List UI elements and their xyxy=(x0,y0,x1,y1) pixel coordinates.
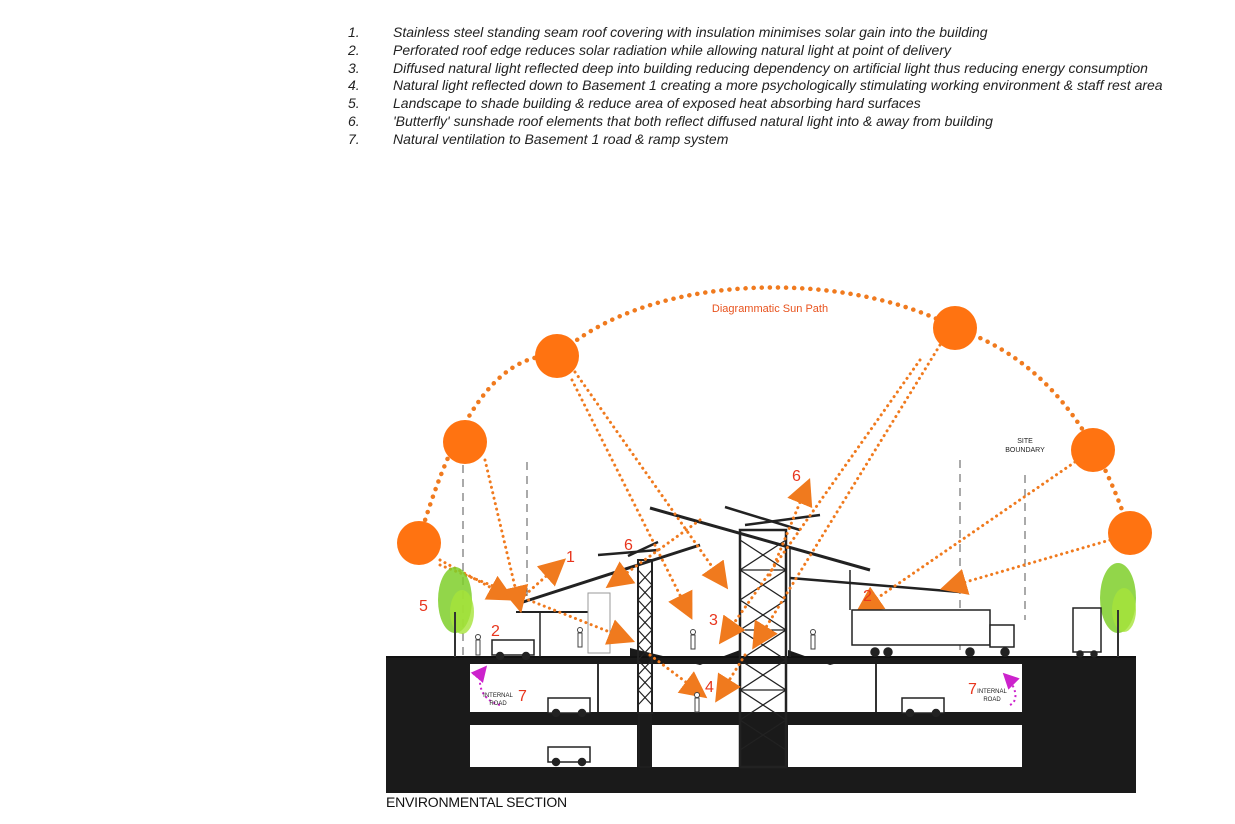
tree-icon xyxy=(438,567,474,657)
central-roof xyxy=(649,505,961,657)
van-icon xyxy=(901,697,945,718)
person-icon xyxy=(475,634,481,656)
light-rays xyxy=(438,343,1112,703)
note-item: 2.Perforated roof edge reduces solar rad… xyxy=(348,41,951,58)
sun-path-arc xyxy=(415,285,1133,546)
tree-icon xyxy=(1100,563,1136,657)
note-item: 6.'Butterfly' sunshade roof elements tha… xyxy=(348,112,993,129)
marker-2: 2 xyxy=(491,623,500,640)
marker-6: 6 xyxy=(624,537,633,554)
note-item: 4.Natural light reflected down to Baseme… xyxy=(348,77,1163,94)
sun-path-label: Diagrammatic Sun Path xyxy=(712,303,828,315)
central-lattice-mast xyxy=(738,528,788,769)
van-icon xyxy=(547,697,591,718)
number-markers: 1 2 2 3 4 5 6 6 7 7 xyxy=(419,468,977,705)
marker-4: 4 xyxy=(705,679,714,696)
left-lattice-mast xyxy=(637,559,653,768)
van-icon xyxy=(491,639,535,661)
basement-structure xyxy=(386,648,1136,793)
notes-list: 1.Stainless steel standing seam roof cov… xyxy=(348,24,1198,149)
truck-icon xyxy=(851,609,1015,657)
note-item: 3.Diffused natural light reflected deep … xyxy=(348,59,1148,76)
internal-road-label: ROAD xyxy=(489,701,507,707)
note-item: 5.Landscape to shade building & reduce a… xyxy=(348,95,921,112)
vehicles xyxy=(491,607,1102,767)
sun-icon xyxy=(535,334,579,378)
note-item: 1.Stainless steel standing seam roof cov… xyxy=(348,24,988,40)
person-icon xyxy=(577,627,583,648)
people-figures xyxy=(475,627,816,713)
marker-3: 3 xyxy=(709,612,718,629)
site-boundary-label: SITE xyxy=(1017,438,1033,445)
left-building xyxy=(516,540,701,657)
sun-icon xyxy=(397,521,441,565)
person-icon xyxy=(810,629,816,650)
sun-icon xyxy=(1108,511,1152,555)
van-icon xyxy=(547,746,591,767)
internal-road-label: ROAD xyxy=(983,697,1001,703)
marker-7: 7 xyxy=(968,681,977,698)
note-item: 7.Natural ventilation to Basement 1 road… xyxy=(348,130,729,147)
truck-icon xyxy=(1072,607,1102,658)
marker-6: 6 xyxy=(792,468,801,485)
marker-1: 1 xyxy=(566,549,575,566)
internal-road-label: INTERNAL xyxy=(483,693,513,699)
sun-icon xyxy=(443,420,487,464)
person-icon xyxy=(690,629,696,650)
site-boundary-label: BOUNDARY xyxy=(1005,447,1045,454)
internal-road-label: INTERNAL xyxy=(977,689,1007,695)
person-icon xyxy=(694,692,700,713)
marker-2: 2 xyxy=(863,588,872,605)
ventilation-arrows xyxy=(470,665,1020,706)
sun-icon xyxy=(933,306,977,350)
marker-5: 5 xyxy=(419,598,428,615)
sun-icons xyxy=(397,306,1152,565)
section-caption: ENVIRONMENTAL SECTION xyxy=(386,794,567,810)
marker-7: 7 xyxy=(518,688,527,705)
sun-icon xyxy=(1071,428,1115,472)
